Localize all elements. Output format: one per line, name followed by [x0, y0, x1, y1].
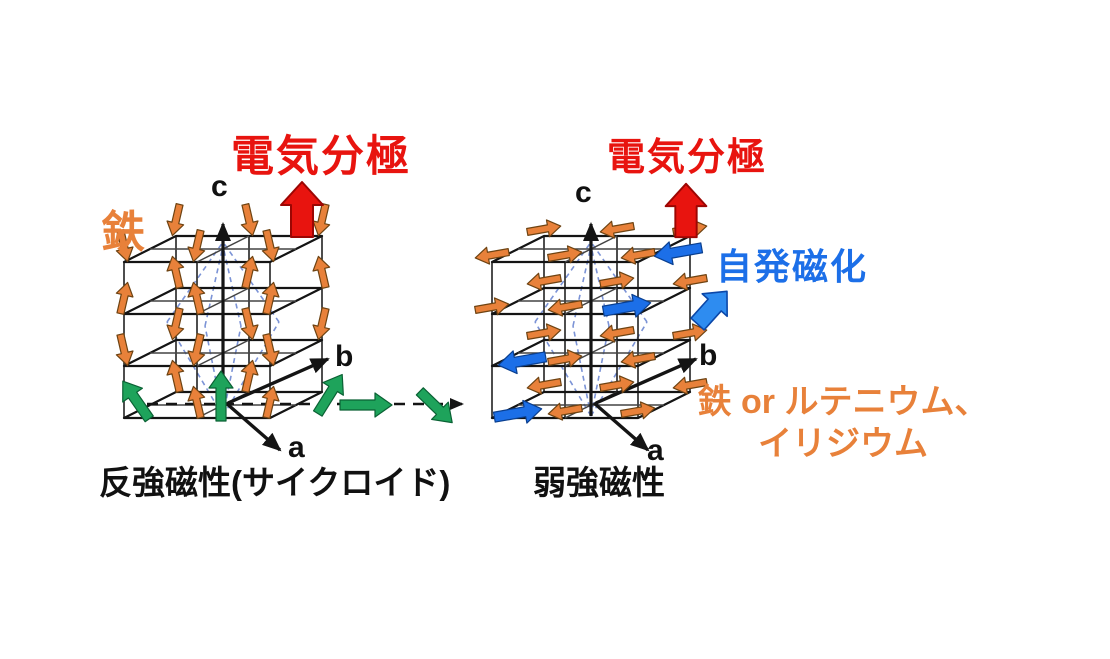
axis-b-label-right: b: [699, 339, 718, 372]
caption-antiferromagnetic-cycloid: 反強磁性(サイクロイド): [99, 464, 451, 501]
axis-a-label-left: a: [288, 431, 305, 464]
unit-cell-dashed-line: [166, 241, 224, 323]
spin-arrow-icon: [166, 255, 185, 289]
polarization-arrow-icon: [664, 182, 708, 239]
spin-arrow-icon: [599, 220, 635, 239]
spin-arrow-icon: [166, 359, 185, 393]
cycloid-spin-arrow-icon: [208, 370, 234, 422]
spin-arrow-icon: [312, 255, 331, 289]
axis-c-label-left: c: [211, 170, 228, 203]
spin-arrow-icon: [240, 203, 259, 237]
unit-cell-dashed-line: [534, 241, 592, 323]
spin-arrow-icon: [599, 271, 635, 290]
spin-arrow-icon: [474, 297, 510, 316]
spin-arrow-icon: [599, 375, 635, 394]
spin-arrow-icon: [240, 359, 259, 393]
spin-arrow-icon: [187, 333, 206, 367]
spin-arrow-icon: [261, 281, 280, 315]
spin-arrow-icon: [240, 255, 259, 289]
electric-polarization-label-left: 電気分極: [231, 133, 411, 181]
canted-spin-arrow-icon: [653, 241, 704, 266]
electric-polarization-label-right: 電気分極: [607, 137, 768, 179]
spin-arrow-icon: [312, 307, 331, 341]
element-label-line1: 鉄 or ルテニウム、: [697, 383, 989, 421]
caption-weak-ferromagnetism: 弱強磁性: [533, 464, 665, 501]
spin-arrow-icon: [240, 307, 259, 341]
spin-arrow-icon: [187, 281, 206, 315]
spin-arrow-icon: [474, 246, 510, 265]
cycloid-spin-arrow-icon: [415, 387, 453, 424]
lattice-plane: [490, 390, 692, 420]
spin-arrow-icon: [620, 350, 656, 369]
axis-a-arrow: [224, 401, 282, 452]
unit-cell-dashed-line: [222, 241, 280, 323]
lattice-plane: [122, 338, 324, 368]
unit-cell-dashed-line: [222, 245, 242, 327]
spin-arrow-icon: [672, 272, 708, 291]
axis-b-arrow: [227, 357, 330, 405]
left-crystal-antiferromagnet: [115, 203, 464, 452]
spin-arrow-icon: [115, 333, 134, 367]
axis-a-label-right: a: [647, 434, 664, 467]
spin-arrow-icon: [526, 376, 562, 395]
spin-arrow-icon: [187, 385, 206, 419]
spin-arrow-icon: [547, 402, 583, 421]
spin-arrow-icon: [187, 229, 206, 263]
spin-arrow-icon: [115, 229, 134, 263]
cycloid-spin-arrow-icon: [122, 380, 154, 423]
spin-arrow-icon: [261, 385, 280, 419]
axis-b-arrow: [595, 357, 698, 405]
spin-arrow-icon: [620, 401, 656, 420]
right-crystal-weak-ferromagnet: [474, 219, 708, 452]
spin-arrow-icon: [312, 203, 331, 237]
spin-arrow-icon: [620, 246, 656, 265]
spin-arrow-icon: [672, 376, 708, 395]
spin-arrow-icon: [547, 298, 583, 317]
spin-arrow-icon: [526, 219, 562, 238]
unit-cell-dashed-line: [204, 245, 224, 327]
spontaneous-magnetization-label: 自発磁化: [716, 246, 869, 287]
unit-cell-dashed-line: [572, 245, 592, 327]
axis-a-arrow: [592, 401, 650, 452]
spin-arrow-icon: [261, 229, 280, 263]
spin-arrow-icon: [547, 245, 583, 264]
axis-b-label-left: b: [335, 340, 354, 373]
magnetization-arrow-icon: [690, 290, 728, 331]
spin-arrow-icon: [599, 324, 635, 343]
cycloid-spin-arrow-icon: [312, 373, 344, 417]
spin-arrow-icon: [526, 323, 562, 342]
spin-arrow-icon: [547, 349, 583, 368]
canted-spin-arrow-icon: [497, 350, 548, 375]
spin-arrow-icon: [672, 323, 708, 342]
cycloid-spin-arrow-icon: [339, 392, 393, 418]
iron-label: 鉄: [101, 208, 145, 257]
canted-spin-arrow-icon: [601, 293, 652, 318]
polarization-arrow-icon: [280, 181, 324, 238]
spin-arrow-icon: [261, 333, 280, 367]
spin-arrow-icon: [166, 307, 185, 341]
spin-arrow-icon: [115, 281, 134, 315]
element-label: 鉄 or ルテニウム、 イリジウム: [682, 381, 1004, 465]
element-label-line2: イリジウム: [758, 425, 928, 464]
spin-arrow-icon: [526, 272, 562, 291]
lattice-plane: [122, 234, 324, 264]
spin-arrow-icon: [166, 203, 185, 237]
axis-c-label-right: c: [575, 176, 592, 209]
canted-spin-arrow-icon: [492, 399, 543, 424]
lattice-plane: [490, 286, 692, 316]
lattice-plane: [490, 338, 692, 368]
